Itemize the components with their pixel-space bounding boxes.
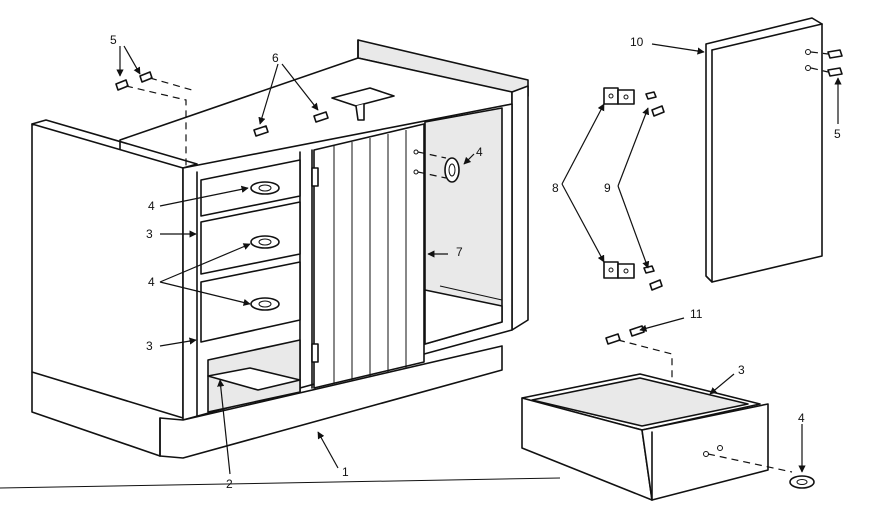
callout-2: 2 bbox=[226, 477, 233, 491]
loose-drawer bbox=[521, 325, 815, 501]
door-panel bbox=[705, 17, 843, 283]
leader-lines bbox=[116, 43, 842, 475]
knob-icons bbox=[250, 149, 460, 311]
screw-icons-top-left bbox=[115, 71, 193, 170]
cabinet-door bbox=[311, 123, 425, 389]
callout-1: 1 bbox=[342, 465, 349, 479]
callout-3-drawer: 3 bbox=[738, 363, 745, 377]
callout-10: 10 bbox=[630, 35, 644, 49]
hinge-icons bbox=[603, 87, 635, 279]
hinge-screw-icons bbox=[643, 91, 665, 291]
callout-6: 6 bbox=[272, 51, 279, 65]
callout-9: 9 bbox=[604, 181, 611, 195]
callout-8: 8 bbox=[552, 181, 559, 195]
callout-4-middle-drawers: 4 bbox=[148, 275, 155, 289]
callout-5-right: 5 bbox=[834, 127, 841, 141]
screw-icons bbox=[253, 111, 329, 137]
callout-3-lower: 3 bbox=[146, 339, 153, 353]
callout-4-loose-drawer: 4 bbox=[798, 411, 805, 425]
callout-4-door: 4 bbox=[476, 145, 483, 159]
callout-labels: 1 2 3 3 3 4 4 4 4 5 5 6 7 8 9 10 11 bbox=[110, 33, 841, 491]
callout-4-top-drawer: 4 bbox=[148, 199, 155, 213]
callout-5-top-left: 5 bbox=[110, 33, 117, 47]
top-fitting bbox=[331, 87, 395, 121]
callout-7: 7 bbox=[456, 245, 463, 259]
ground-line bbox=[0, 477, 561, 489]
callout-3-upper: 3 bbox=[146, 227, 153, 241]
callout-11: 11 bbox=[690, 307, 703, 321]
